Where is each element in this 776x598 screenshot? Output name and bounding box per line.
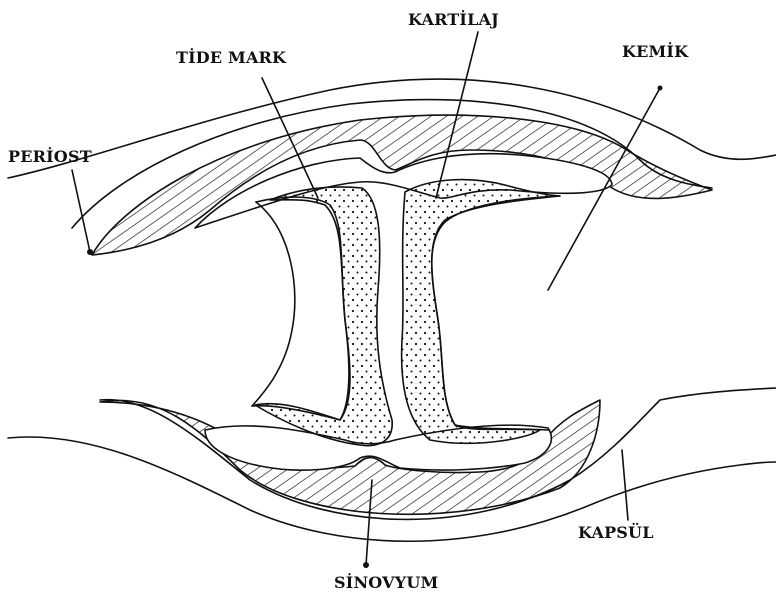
label-tide-mark: TİDE MARK	[176, 48, 286, 67]
right-bone-surface	[432, 196, 560, 430]
label-kapsul: KAPSÜL	[578, 523, 654, 542]
leader-dot-kemik	[658, 86, 663, 91]
label-kartilaj: KARTİLAJ	[408, 10, 499, 29]
label-periost: PERİOST	[8, 147, 92, 166]
leader-dot-sinovyum	[363, 562, 369, 568]
right-cartilage	[402, 180, 560, 444]
leader-dot-periost	[87, 249, 93, 255]
left-bone-surface	[252, 197, 349, 420]
label-sinovyum: SİNOVYUM	[334, 573, 438, 592]
left-bone-end	[252, 202, 295, 406]
leader-kapsul	[622, 450, 628, 520]
label-kemik: KEMİK	[622, 42, 688, 61]
